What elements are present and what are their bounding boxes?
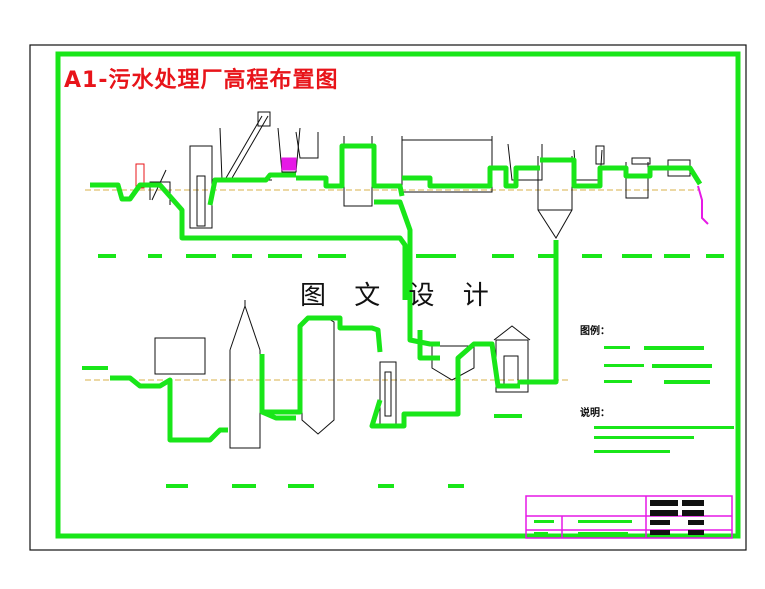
station-labels-top xyxy=(98,254,724,258)
drawing-title: A1-污水处理厂高程布置图 xyxy=(64,68,339,93)
ground-lines xyxy=(85,189,700,381)
top-structures xyxy=(135,111,691,239)
station-labels-bottom xyxy=(82,366,522,488)
legend-text-bars xyxy=(604,346,644,383)
title-block-text-bars xyxy=(534,520,632,535)
notes-heading: 说明： xyxy=(580,408,610,419)
pipes xyxy=(90,143,703,443)
watermark: 图 文 设 计 xyxy=(300,281,499,311)
outer-frame xyxy=(29,44,747,551)
legend-heading: 图例： xyxy=(580,326,610,337)
note-text-bars xyxy=(594,426,734,453)
legend-lines xyxy=(644,346,712,384)
inner-border xyxy=(55,51,741,539)
title-block-fill xyxy=(650,500,704,535)
bottom-structures xyxy=(154,300,531,449)
sludge-outlet xyxy=(697,185,709,225)
